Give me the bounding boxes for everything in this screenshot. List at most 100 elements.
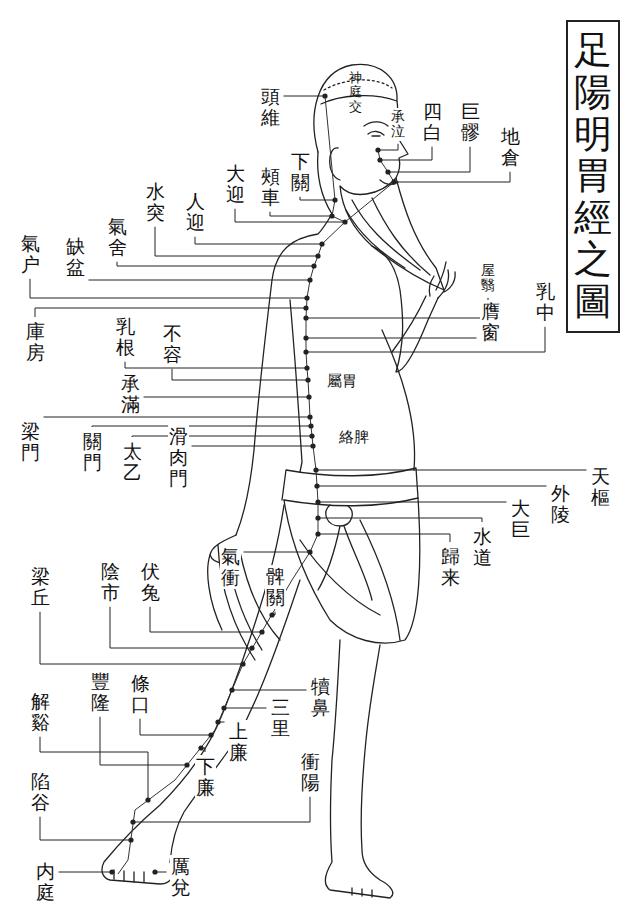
note-label: 絡脾 <box>338 428 370 447</box>
leader-line <box>92 426 311 427</box>
acupoint-dot <box>229 687 234 692</box>
leader-line <box>100 717 187 765</box>
acupoint-dot <box>313 467 318 472</box>
acupoint-dot <box>319 241 324 246</box>
acupoint-dot <box>307 549 312 554</box>
point-label: 天樞 <box>590 465 611 509</box>
acupoint-dot <box>109 869 114 874</box>
acupoint-dot <box>198 745 203 750</box>
acupoint-dot <box>314 483 319 488</box>
leader-line <box>192 446 314 447</box>
acupoint-dot <box>145 797 150 802</box>
leader-line <box>44 417 311 418</box>
point-label: 太乙 <box>122 440 143 484</box>
acupoint-dot <box>208 732 213 737</box>
acupoint-dot <box>305 377 310 382</box>
leader-line <box>232 690 307 691</box>
acupoint-dot <box>306 394 311 399</box>
forearm <box>392 296 426 352</box>
leader-line <box>40 817 131 840</box>
leader-line <box>30 279 307 298</box>
acupoint-dot <box>375 147 380 152</box>
point-label: 水突 <box>145 180 166 224</box>
acupoint-dot <box>309 433 314 438</box>
point-label: 衝陽 <box>300 750 321 794</box>
point-label: 三里 <box>270 696 291 740</box>
point-label: 下關 <box>290 150 311 194</box>
acupoint-dot <box>308 423 313 428</box>
leader-line <box>235 209 345 222</box>
point-label: 屋翳 <box>480 262 496 295</box>
beard <box>340 178 444 290</box>
acupoint-dot <box>152 869 157 874</box>
meridian-line <box>118 222 345 874</box>
leader-line <box>244 552 311 553</box>
front-toes <box>114 870 144 882</box>
leader-line <box>40 612 243 664</box>
acupoint-dot <box>315 515 320 520</box>
back-of-head <box>318 152 332 214</box>
point-label: 梁丘 <box>30 565 51 609</box>
point-label: 歸来 <box>440 545 461 589</box>
point-label: 頭維 <box>260 85 281 129</box>
leader-line <box>132 436 312 437</box>
point-label: 大迎 <box>225 162 246 206</box>
point-label: 伏兔 <box>140 560 161 604</box>
point-label: 庫房 <box>25 320 46 364</box>
leader-line <box>35 308 306 317</box>
leader-line <box>172 369 308 380</box>
leader-line <box>394 172 510 182</box>
point-label: 四白 <box>422 100 443 144</box>
acupoint-dot <box>329 213 334 218</box>
point-label: 人迎 <box>185 190 206 234</box>
point-label: 犢鼻 <box>310 675 331 719</box>
point-label: 乳中 <box>535 280 556 324</box>
point-label: 氣舍 <box>107 215 128 259</box>
leader-line <box>133 797 310 822</box>
leader-line <box>270 212 332 216</box>
point-label: 頰車 <box>260 165 281 209</box>
leader-line <box>155 227 318 256</box>
leader-line <box>125 362 307 368</box>
point-label: 上廉 <box>228 720 249 764</box>
belt-knot <box>318 505 372 600</box>
point-label: 水道 <box>472 525 493 569</box>
acupoint-dot <box>304 295 309 300</box>
chart-title: 足陽明胃經之圖 <box>566 20 620 333</box>
point-label: 巨髎 <box>460 100 481 144</box>
point-label: 豐隆 <box>90 670 111 714</box>
acupoint-dot <box>315 253 320 258</box>
acupoint-dot <box>303 335 308 340</box>
leader-line <box>380 147 432 160</box>
acupoint-dot <box>385 169 390 174</box>
acupoint-dot <box>130 819 135 824</box>
acupoint-dot <box>128 837 133 842</box>
leader-line <box>144 397 310 398</box>
acupoint-dot <box>303 305 308 310</box>
acupoint-dot <box>307 277 312 282</box>
leader-line <box>140 719 211 735</box>
acupoint-dot <box>303 315 308 320</box>
leader-line <box>117 262 314 266</box>
leader-line <box>306 327 545 352</box>
leader-line <box>306 298 488 318</box>
point-label: 大巨 <box>510 497 531 541</box>
back-toes <box>352 888 372 897</box>
point-label: 條口 <box>130 672 151 716</box>
point-label: 地倉 <box>500 125 521 169</box>
point-label: 承滿 <box>120 372 141 416</box>
front-leg <box>102 505 300 884</box>
acupoint-dot <box>240 661 245 666</box>
right-arm <box>372 246 438 372</box>
point-label: 解谿 <box>30 690 51 734</box>
point-label: 乳根 <box>115 315 136 359</box>
acupoint-dot <box>311 263 316 268</box>
leader-line <box>59 872 113 873</box>
point-label: 缺盆 <box>65 235 86 279</box>
acupoint-dot <box>310 443 315 448</box>
leader-line <box>40 737 148 800</box>
acupoint-dot <box>332 197 337 202</box>
brow <box>364 122 388 126</box>
belt <box>282 468 418 506</box>
acupoint-dot <box>342 219 347 224</box>
